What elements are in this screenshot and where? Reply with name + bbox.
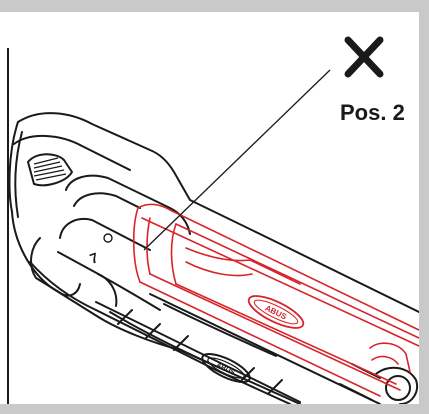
lock-bar-highlight	[132, 203, 419, 397]
engraved-number: 7	[88, 249, 101, 267]
pin-hole-icon	[103, 233, 113, 243]
brand-badge-bottom: ABUS	[201, 353, 251, 383]
cross-icon	[344, 36, 384, 78]
margin-rule	[7, 48, 9, 404]
grip-ribs	[33, 157, 67, 181]
lock-illustration: 7 ABUS	[8, 36, 419, 404]
illustration-panel: 7 ABUS	[0, 12, 419, 404]
position-label: Pos. 2	[340, 100, 405, 125]
lock-housing	[8, 112, 419, 404]
leader-line	[143, 69, 331, 251]
brand-badge-top: ABUS	[247, 295, 305, 329]
